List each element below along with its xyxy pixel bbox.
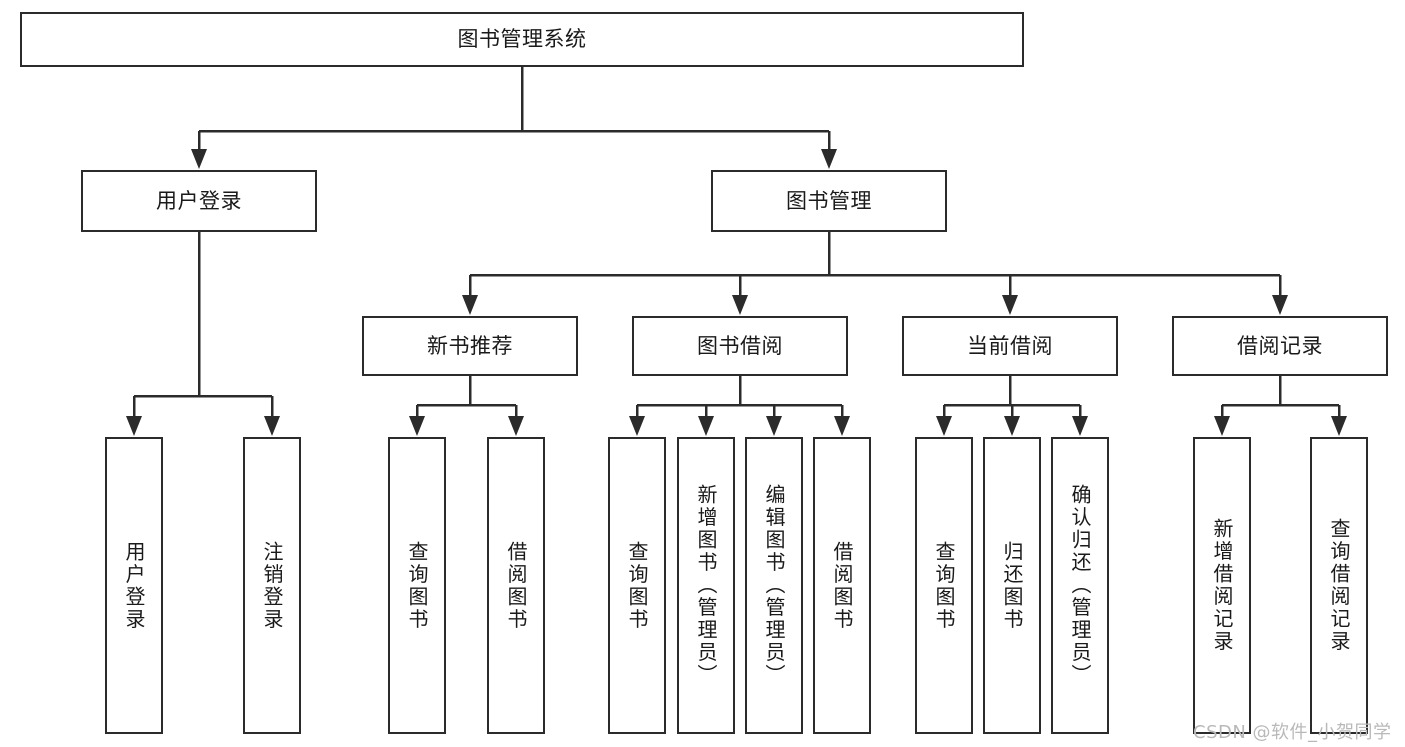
node-box-leaf-query-book-recommend[interactable]: 查询图书 bbox=[388, 437, 446, 734]
node-box-current-borrow[interactable]: 当前借阅 bbox=[902, 316, 1118, 376]
node-box-leaf-logout[interactable]: 注销登录 bbox=[243, 437, 301, 734]
node-label-leaf-query-book-recommend: 查询图书 bbox=[405, 540, 429, 631]
node-box-leaf-borrow-book-recommend[interactable]: 借阅图书 bbox=[487, 437, 545, 734]
arrow-head-leaf-add-book bbox=[698, 416, 714, 436]
node-label-leaf-return-book: 归还图书 bbox=[1000, 540, 1024, 631]
node-box-leaf-user-login[interactable]: 用户登录 bbox=[105, 437, 163, 734]
arrow-head-leaf-query-borrow-record bbox=[1331, 416, 1347, 436]
node-label-leaf-edit-book: 编辑图书（管理员） bbox=[762, 484, 786, 687]
arrow-head-leaf-query-book-borrow bbox=[629, 416, 645, 436]
node-label-root: 图书管理系统 bbox=[457, 27, 587, 52]
node-label-leaf-confirm-return: 确认归还（管理员） bbox=[1068, 484, 1092, 687]
arrow-head-leaf-borrow-book-recommend bbox=[508, 416, 524, 436]
node-box-leaf-query-book-current[interactable]: 查询图书 bbox=[915, 437, 973, 734]
arrow-head-leaf-borrow-book bbox=[834, 416, 850, 436]
arrow-head-book-borrow bbox=[732, 295, 748, 315]
node-label-current-borrow: 当前借阅 bbox=[967, 333, 1053, 358]
node-label-book-borrow: 图书借阅 bbox=[697, 333, 783, 358]
node-box-leaf-query-book-borrow[interactable]: 查询图书 bbox=[608, 437, 666, 734]
arrow-head-borrow-record bbox=[1272, 295, 1288, 315]
node-box-book-management[interactable]: 图书管理 bbox=[711, 170, 947, 232]
node-label-user-login: 用户登录 bbox=[156, 188, 242, 213]
arrow-head-leaf-edit-book bbox=[766, 416, 782, 436]
node-box-book-borrow[interactable]: 图书借阅 bbox=[632, 316, 848, 376]
node-box-borrow-record[interactable]: 借阅记录 bbox=[1172, 316, 1388, 376]
node-box-leaf-add-borrow-record[interactable]: 新增借阅记录 bbox=[1193, 437, 1251, 734]
arrow-head-leaf-query-book-current bbox=[936, 416, 952, 436]
arrow-head-user-login bbox=[191, 149, 207, 169]
node-label-borrow-record: 借阅记录 bbox=[1237, 333, 1323, 358]
node-label-leaf-query-book-current: 查询图书 bbox=[932, 540, 956, 631]
arrow-head-leaf-query-book-recommend bbox=[409, 416, 425, 436]
node-box-leaf-return-book[interactable]: 归还图书 bbox=[983, 437, 1041, 734]
arrow-head-new-book-recommend bbox=[462, 295, 478, 315]
node-label-leaf-borrow-book-recommend: 借阅图书 bbox=[504, 540, 528, 631]
node-box-root[interactable]: 图书管理系统 bbox=[20, 12, 1024, 67]
node-box-leaf-query-borrow-record[interactable]: 查询借阅记录 bbox=[1310, 437, 1368, 734]
node-box-new-book-recommend[interactable]: 新书推荐 bbox=[362, 316, 578, 376]
arrow-head-leaf-confirm-return bbox=[1072, 416, 1088, 436]
arrow-head-book-management bbox=[821, 149, 837, 169]
node-label-leaf-logout: 注销登录 bbox=[260, 540, 284, 631]
arrow-head-leaf-logout bbox=[264, 416, 280, 436]
node-label-leaf-add-book: 新增图书（管理员） bbox=[694, 484, 718, 687]
arrow-head-leaf-return-book bbox=[1004, 416, 1020, 436]
node-box-leaf-borrow-book[interactable]: 借阅图书 bbox=[813, 437, 871, 734]
node-box-user-login[interactable]: 用户登录 bbox=[81, 170, 317, 232]
node-label-leaf-add-borrow-record: 新增借阅记录 bbox=[1210, 518, 1234, 653]
arrow-head-leaf-user-login bbox=[126, 416, 142, 436]
arrow-head-current-borrow bbox=[1002, 295, 1018, 315]
node-label-leaf-query-book-borrow: 查询图书 bbox=[625, 540, 649, 631]
node-label-new-book-recommend: 新书推荐 bbox=[427, 333, 513, 358]
node-label-leaf-borrow-book: 借阅图书 bbox=[830, 540, 854, 631]
node-box-leaf-confirm-return[interactable]: 确认归还（管理员） bbox=[1051, 437, 1109, 734]
node-label-book-management: 图书管理 bbox=[786, 188, 872, 213]
node-box-leaf-add-book[interactable]: 新增图书（管理员） bbox=[677, 437, 735, 734]
node-box-leaf-edit-book[interactable]: 编辑图书（管理员） bbox=[745, 437, 803, 734]
node-label-leaf-user-login: 用户登录 bbox=[122, 540, 146, 631]
arrow-head-leaf-add-borrow-record bbox=[1214, 416, 1230, 436]
node-label-leaf-query-borrow-record: 查询借阅记录 bbox=[1327, 518, 1351, 653]
